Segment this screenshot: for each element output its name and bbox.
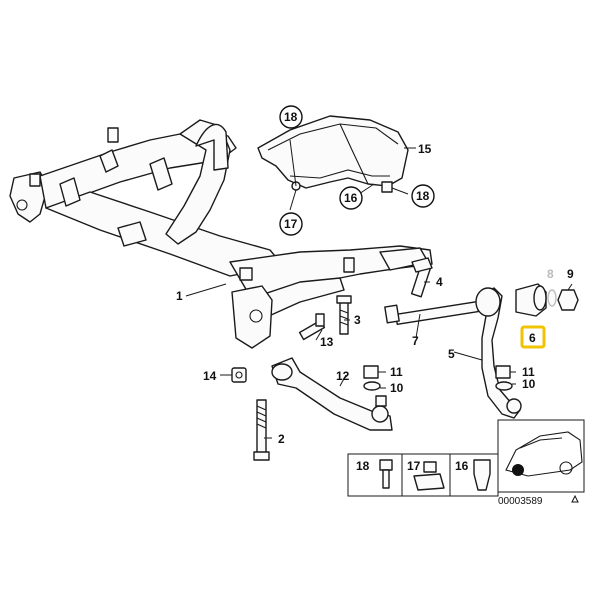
- legend-box-16: 16: [449, 453, 499, 497]
- legend-box-17: 17: [401, 453, 451, 497]
- callout-17: 17: [279, 212, 303, 236]
- control-arm[interactable]: [271, 357, 393, 431]
- svg-text:16: 16: [344, 191, 358, 205]
- warning-triangle-icon: [571, 494, 579, 503]
- svg-text:17: 17: [284, 217, 298, 231]
- label-part-13: 13: [320, 335, 334, 349]
- label-part-11-left: 11: [390, 365, 403, 379]
- svg-text:18: 18: [284, 110, 298, 124]
- washer-part-10-right[interactable]: [495, 381, 513, 391]
- label-part-12: 12: [336, 369, 350, 383]
- callout-18-top: 18: [279, 105, 303, 129]
- bushing-part-6[interactable]: [515, 283, 547, 317]
- label-part-8: 8: [547, 267, 554, 281]
- label-part-5: 5: [448, 347, 455, 361]
- label-part-2: 2: [278, 432, 285, 446]
- legend-label-17: 17: [407, 459, 421, 473]
- label-part-11-right: 11: [522, 365, 535, 379]
- nut-part-9[interactable]: [557, 289, 579, 311]
- washer-part-8[interactable]: [547, 289, 557, 307]
- bolt-part-13[interactable]: [298, 313, 326, 341]
- label-part-10-right: 10: [522, 377, 536, 391]
- label-part-9: 9: [567, 267, 574, 281]
- callout-16: 16: [339, 186, 363, 210]
- label-part-7: 7: [412, 334, 419, 348]
- bolt-part-4[interactable]: [410, 257, 433, 298]
- car-location-inset: [497, 419, 585, 493]
- document-number: 00003589: [498, 496, 543, 507]
- bolt-part-7[interactable]: [384, 300, 479, 326]
- tension-strut[interactable]: [475, 287, 522, 419]
- washer-part-10-left[interactable]: [363, 381, 381, 391]
- svg-text:18: 18: [416, 189, 430, 203]
- label-part-1: 1: [176, 289, 183, 303]
- bolt-part-3[interactable]: [336, 295, 352, 335]
- label-part-10-left: 10: [390, 381, 404, 395]
- label-part-3: 3: [354, 313, 361, 327]
- legend-label-18: 18: [356, 459, 370, 473]
- callout-18-right: 18: [411, 184, 435, 208]
- heat-shield[interactable]: [257, 115, 409, 193]
- axle-carrier[interactable]: [9, 119, 433, 349]
- label-part-4: 4: [436, 275, 443, 289]
- label-part-14: 14: [203, 369, 217, 383]
- bolt-part-2[interactable]: [253, 399, 270, 461]
- svg-text:6: 6: [529, 331, 536, 345]
- nut-part-11-right[interactable]: [495, 365, 511, 379]
- nut-part-11-left[interactable]: [363, 365, 379, 379]
- legend-box-18: 18: [347, 453, 403, 497]
- highlight-part-6[interactable]: 6: [520, 325, 546, 349]
- legend-label-16: 16: [455, 459, 469, 473]
- label-part-15: 15: [418, 142, 432, 156]
- leader-lines: [185, 139, 573, 439]
- nut-part-14[interactable]: [231, 367, 247, 383]
